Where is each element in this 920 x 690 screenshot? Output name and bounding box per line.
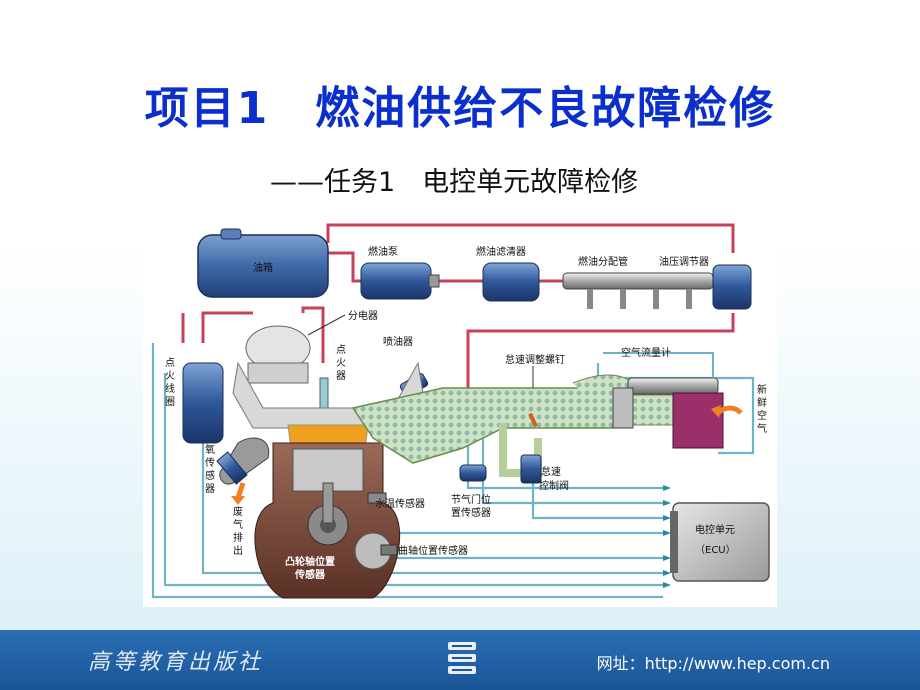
hep-logo-svg	[448, 642, 476, 674]
ecu-label-2: （ECU）	[695, 544, 736, 556]
fuel-filter-label: 燃油滤清器	[476, 245, 526, 258]
camshaft-sensor-label-1: 凸轮轴位置	[285, 555, 335, 568]
throttle-sensor-label-1: 节气门位	[451, 493, 491, 506]
fuel-rail-label: 燃油分配管	[578, 255, 628, 268]
exhaust-label-3: 排	[233, 531, 243, 544]
oxygen-sensor-label-2: 传	[205, 457, 215, 469]
idle-screw-label: 怠速调整螺钉	[505, 353, 565, 366]
oxygen-sensor-label-3: 感	[205, 469, 215, 482]
ignition-coil-label-2: 火	[165, 370, 175, 382]
throttle-sensor-label-2: 置传感器	[451, 506, 491, 519]
publisher-name: 高等教育出版社	[88, 650, 264, 675]
ignition-coil-label-3: 线	[165, 382, 175, 395]
slide-subtitle: ——任务1 电控单元故障检修	[270, 167, 639, 198]
fuel-tank: 油箱	[197, 228, 329, 298]
camshaft-sensor-label-2: 传感器	[294, 568, 326, 581]
fuel-lines	[181, 223, 735, 388]
fuel-filter: 燃油滤清器	[476, 245, 540, 302]
oxygen-sensor-label-1: 氧	[205, 443, 215, 456]
fresh-air-label-2: 鲜	[757, 396, 767, 409]
idle-control-valve: 怠速 控制阀	[520, 454, 569, 492]
coolant-sensor-label: 水温传感器	[375, 497, 425, 510]
idle-valve-label-1: 怠速	[541, 465, 561, 478]
exhaust-label-2: 气	[233, 518, 243, 531]
signal-arrows	[663, 485, 671, 588]
crankshaft-sensor-label: 曲轴位置传感器	[398, 544, 468, 557]
air-flow-meter-label: 空气流量计	[621, 346, 671, 359]
ignition-coil-label-1: 点	[165, 357, 175, 369]
throttle-position-sensor: 节气门位 置传感器	[451, 464, 491, 519]
ecu-box: 电控单元 （ECU）	[670, 502, 770, 582]
efi-system-diagram: 油箱 燃油泵 燃油滤清器 燃油分配管 油压调节器 分电器 点 火 线 圈	[143, 213, 777, 607]
pressure-regulator-label: 油压调节器	[659, 255, 709, 268]
slide-title: 项目1 燃油供给不良故障检修	[144, 83, 776, 134]
oxygen-sensor-label-4: 器	[205, 483, 215, 495]
crankshaft-position-sensor: 曲轴位置传感器	[380, 544, 468, 557]
website-url[interactable]: 网址：http://www.hep.com.cn	[596, 654, 830, 673]
fuel-pump-label: 燃油泵	[368, 245, 398, 258]
air-flow-meter: 空气流量计 新 鲜 空 气	[603, 346, 767, 449]
idle-valve-label-2: 控制阀	[539, 479, 569, 492]
ecu-label-1: 电控单元	[695, 523, 735, 536]
coolant-temp-sensor: 水温传感器	[367, 492, 425, 510]
spark-plug-label-3: 器	[336, 370, 346, 382]
fresh-air-label-4: 气	[757, 422, 767, 435]
exhaust-label-4: 出	[233, 544, 243, 557]
spark-plug-label-2: 火	[336, 357, 346, 369]
distributor-label: 分电器	[348, 309, 378, 322]
idle-adjust-screw: 怠速调整螺钉	[505, 353, 565, 428]
footer-bar: 高等教育出版社 网址：http://www.hep.com.cn	[0, 630, 920, 690]
distributor: 分电器	[245, 309, 378, 384]
ignition-coil: 点 火 线 圈	[165, 357, 224, 444]
fresh-air-label-3: 空	[757, 409, 767, 422]
fuel-pump: 燃油泵	[360, 245, 440, 300]
injector-label: 喷油器	[383, 335, 413, 348]
ignition-coil-label-4: 圈	[165, 396, 175, 408]
fresh-air-label-1: 新	[757, 383, 767, 396]
exhaust-manifold: 氧 传 感 器 废 气 排 出	[205, 437, 270, 557]
pressure-regulator: 油压调节器	[659, 255, 752, 310]
exhaust-label-1: 废	[233, 505, 243, 518]
efi-diagram-svg: 油箱 燃油泵 燃油滤清器 燃油分配管 油压调节器 分电器 点 火 线 圈	[151, 223, 770, 599]
hep-logo-icon	[446, 640, 478, 682]
fuel-tank-label: 油箱	[253, 261, 273, 274]
spark-plug-label-1: 点	[336, 344, 346, 356]
